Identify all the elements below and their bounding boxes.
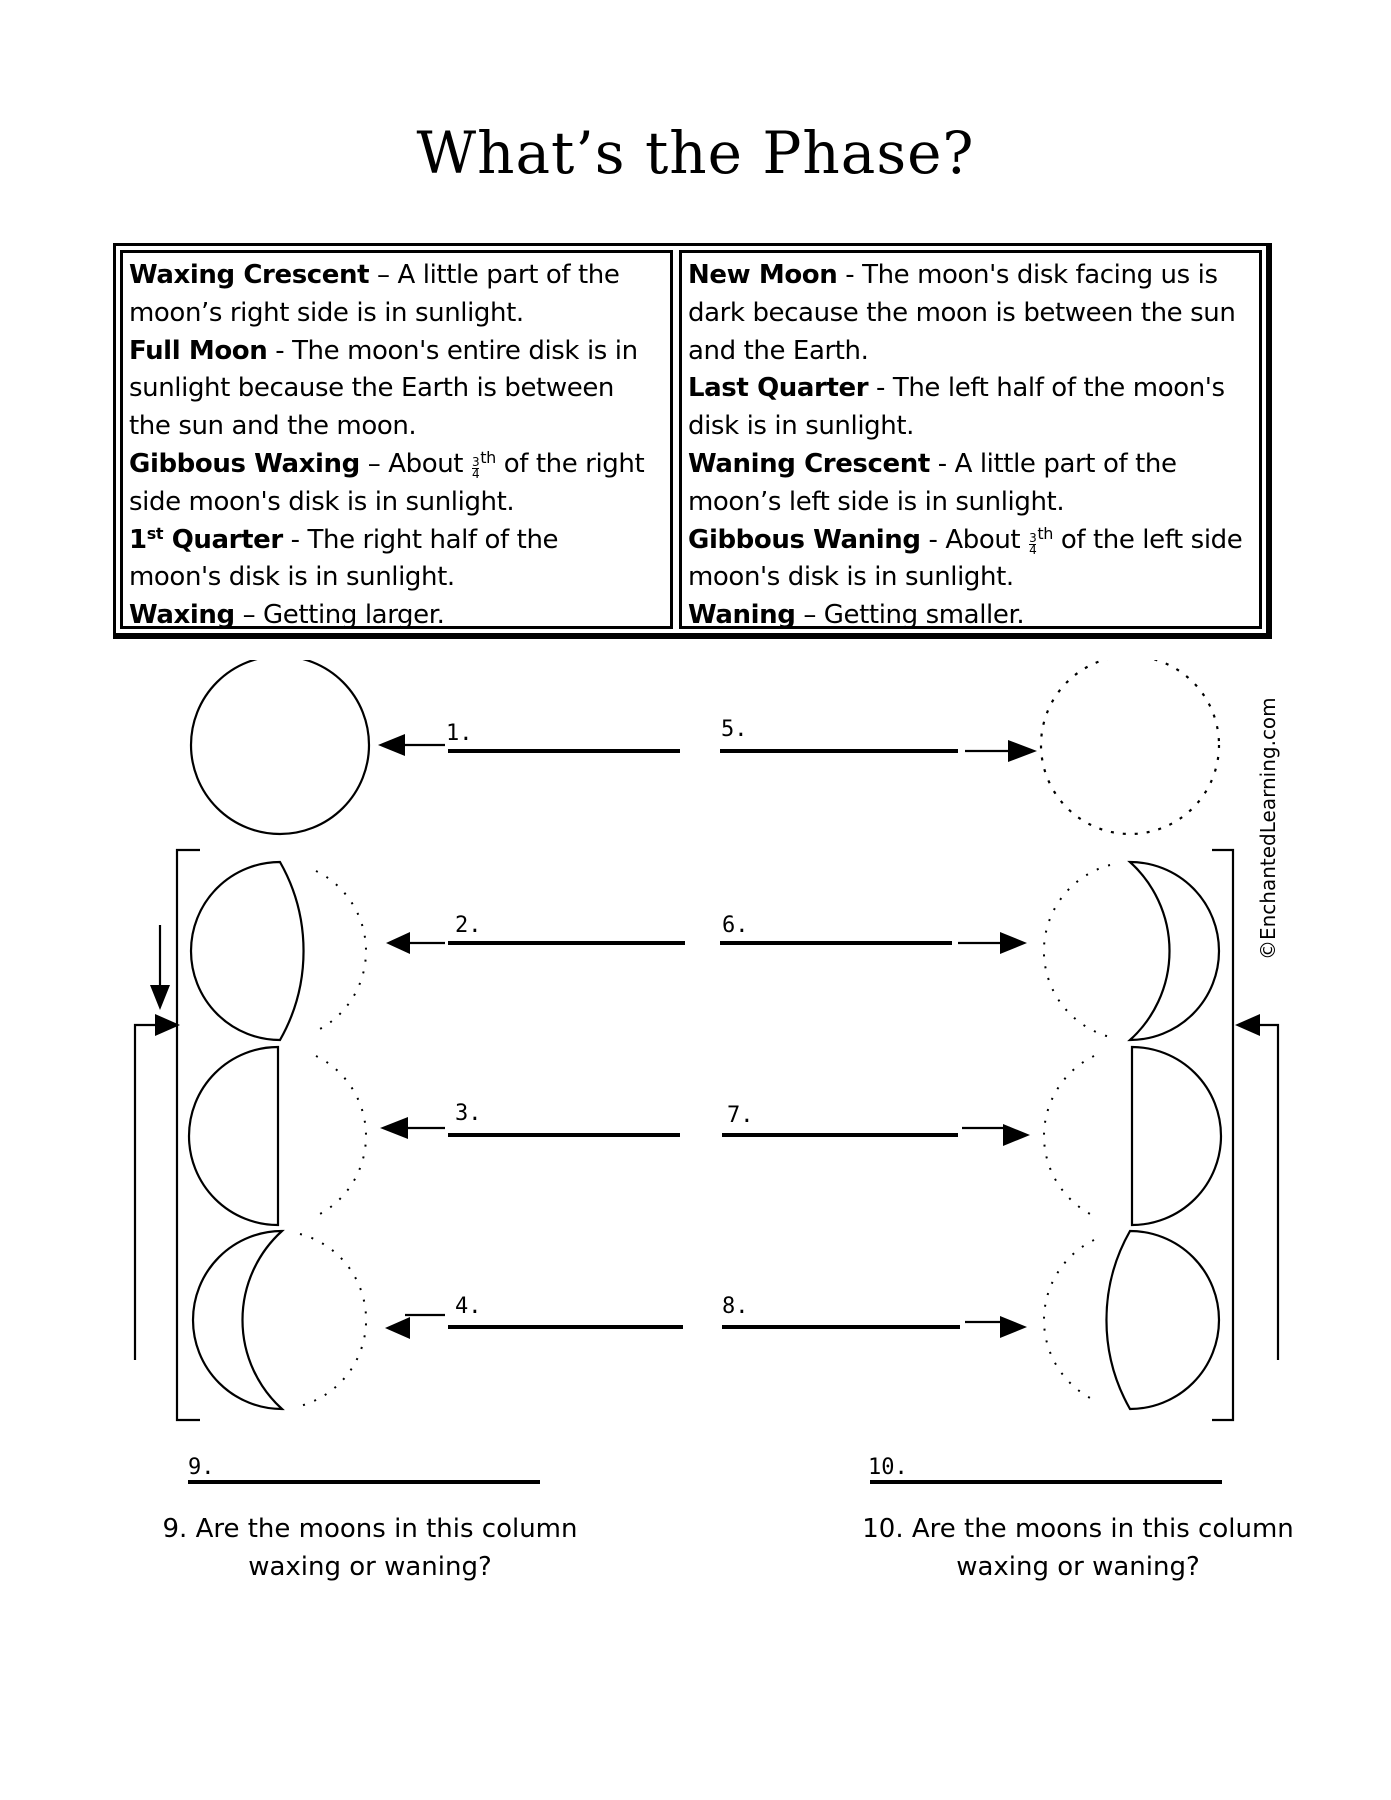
definitions-left-column: Waxing Crescent – A little part of the m… <box>120 250 673 629</box>
label-6: 6. <box>722 913 749 938</box>
arrow-6-head <box>1000 932 1027 954</box>
moon-phase-diagram: 1. 2. 3. 4. 5. 6. 7. 8. 9. 10. ©Enchante… <box>133 660 1280 1484</box>
definition-waning-crescent: Waning Crescent - A little part of the m… <box>688 448 1177 517</box>
left-arrows <box>405 743 685 1329</box>
waxing-crescent-moon-icon <box>191 1229 368 1411</box>
definition-term: New Moon <box>688 260 838 290</box>
definition-last-quarter: Last Quarter - The left half of the moon… <box>688 373 1225 442</box>
definition-term: Gibbous Waxing <box>129 448 360 479</box>
full-moon-icon <box>189 660 371 836</box>
arrow-1-head <box>378 734 405 756</box>
gibbous-waning-moon-icon <box>1043 1229 1221 1411</box>
label-5: 5. <box>721 717 748 742</box>
label-2: 2. <box>455 913 482 938</box>
definition-term: Full Moon <box>129 335 268 366</box>
definition-term: Waning <box>688 600 796 629</box>
right-loop-line <box>1258 1023 1280 1360</box>
definitions-right-column: New Moon - The moon's disk facing us is … <box>679 250 1262 629</box>
arrow-3-head <box>380 1117 408 1139</box>
right-arrows <box>720 749 1010 1329</box>
arrow-2-head <box>386 932 410 954</box>
definition-new-moon: New Moon - The moon's disk facing us is … <box>688 260 1236 366</box>
definition-term: Last Quarter <box>688 373 869 404</box>
left-bracket <box>175 848 200 1422</box>
right-loop-arrow-head <box>1235 1014 1260 1036</box>
last-quarter-moon-icon <box>1043 1045 1223 1227</box>
definition-term: Gibbous Waning <box>688 524 921 555</box>
definition-term: Waxing <box>129 600 235 629</box>
arrow-5-head <box>1008 740 1037 762</box>
label-1: 1. <box>446 721 473 746</box>
label-7: 7. <box>727 1103 754 1128</box>
definition-first-quarter: 1st Quarter - The right half of the moon… <box>129 523 559 593</box>
left-down-arrow-head <box>150 985 170 1010</box>
arrow-7-head <box>1003 1124 1030 1146</box>
waning-crescent-moon-icon <box>1042 860 1221 1042</box>
label-4: 4. <box>455 1294 482 1319</box>
label-3: 3. <box>455 1101 482 1126</box>
arrow-4-head <box>385 1317 410 1339</box>
left-loop-line <box>133 1023 160 1360</box>
definition-term: Waxing Crescent <box>129 260 370 290</box>
definition-waning: Waning – Getting smaller. <box>688 600 1025 629</box>
arrow-8-head <box>1000 1316 1027 1338</box>
left-loop-arrow-head <box>155 1014 180 1036</box>
definition-full-moon: Full Moon - The moon's entire disk is in… <box>129 335 638 442</box>
definition-waxing-crescent: Waxing Crescent – A little part of the m… <box>129 260 620 328</box>
definition-waxing: Waxing – Getting larger. <box>129 600 445 629</box>
question-10: 10. Are the moons in this column waxing … <box>862 1514 1294 1582</box>
label-8: 8. <box>722 1294 749 1319</box>
definitions-table: Waxing Crescent – A little part of the m… <box>113 243 1272 639</box>
label-10: 10. <box>868 1455 908 1480</box>
label-9: 9. <box>188 1455 215 1480</box>
definition-term: Waning Crescent <box>688 448 930 479</box>
page-title: What’s the Phase? <box>416 119 975 187</box>
question-9: 9. Are the moons in this column waxing o… <box>162 1514 578 1582</box>
new-moon-icon <box>1039 660 1221 836</box>
gibbous-waxing-moon-icon <box>189 860 367 1042</box>
definition-term: 1st Quarter <box>129 523 283 555</box>
watermark: ©EnchantedLearning.com <box>1256 697 1280 960</box>
first-quarter-moon-icon <box>187 1045 367 1227</box>
right-bracket <box>1212 848 1235 1422</box>
